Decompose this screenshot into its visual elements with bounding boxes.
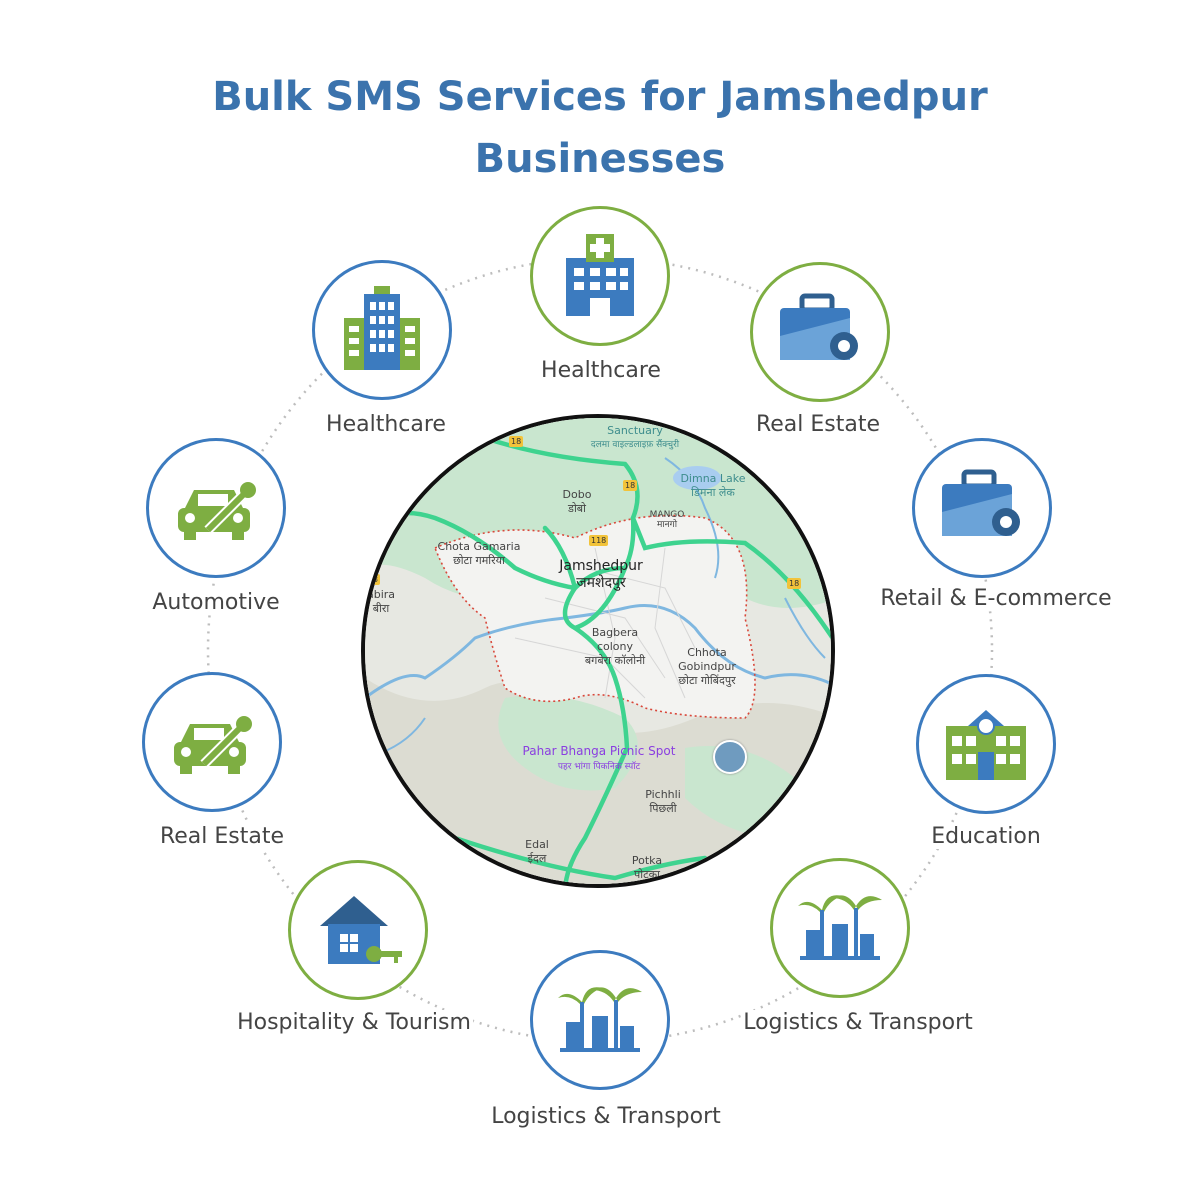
segment-label: Education <box>929 824 1043 849</box>
page-title: Bulk SMS Services for Jamshedpur Busines… <box>150 66 1050 190</box>
segment-retail-ecommerce[interactable] <box>912 438 1052 578</box>
segment-automotive[interactable] <box>146 438 286 578</box>
segment-label: Healthcare <box>324 412 448 437</box>
segment-label: Hospitality & Tourism <box>235 1010 473 1035</box>
segment-real-estate-left[interactable] <box>142 672 282 812</box>
segment-label: Logistics & Transport <box>741 1010 975 1035</box>
segment-label: Retail & E-commerce <box>878 586 1114 611</box>
car-wrench-icon <box>174 716 252 774</box>
highway-shield-18-b: 18 <box>623 480 638 491</box>
hospital-icon <box>566 234 634 316</box>
highway-shield-3: 3 <box>371 574 381 585</box>
segment-healthcare-left[interactable] <box>312 260 452 400</box>
page-title-line-2: Businesses <box>474 136 726 182</box>
place-photo-icon[interactable] <box>713 740 747 774</box>
map-canvas <box>365 418 831 884</box>
segment-hospitality-tourism[interactable] <box>288 860 428 1000</box>
office-building-icon <box>344 286 420 370</box>
car-wrench-icon <box>178 482 256 540</box>
house-key-icon <box>320 896 402 964</box>
segment-label: Real Estate <box>753 412 883 437</box>
highway-shield-18-a: 18 <box>509 436 524 447</box>
briefcase-gear-icon <box>942 469 1020 536</box>
palm-trees-icon <box>558 987 642 1052</box>
page-title-line-1: Bulk SMS Services for Jamshedpur <box>212 74 988 120</box>
segment-real-estate-top[interactable] <box>750 262 890 402</box>
segment-label: Automotive <box>150 590 282 615</box>
segment-healthcare-top[interactable] <box>530 206 670 346</box>
school-building-icon <box>946 710 1026 780</box>
segment-logistics-transport-bottom[interactable] <box>530 950 670 1090</box>
segment-label: Real Estate <box>157 824 287 849</box>
highway-shield-118: 118 <box>589 535 609 546</box>
briefcase-gear-icon <box>780 293 858 360</box>
palm-trees-icon <box>798 895 882 960</box>
segment-logistics-transport-right[interactable] <box>770 858 910 998</box>
highway-shield-18-c: 18 <box>787 578 802 589</box>
segment-label: Logistics & Transport <box>489 1104 723 1129</box>
segment-label: Healthcare <box>539 358 663 383</box>
segment-education[interactable] <box>916 674 1056 814</box>
